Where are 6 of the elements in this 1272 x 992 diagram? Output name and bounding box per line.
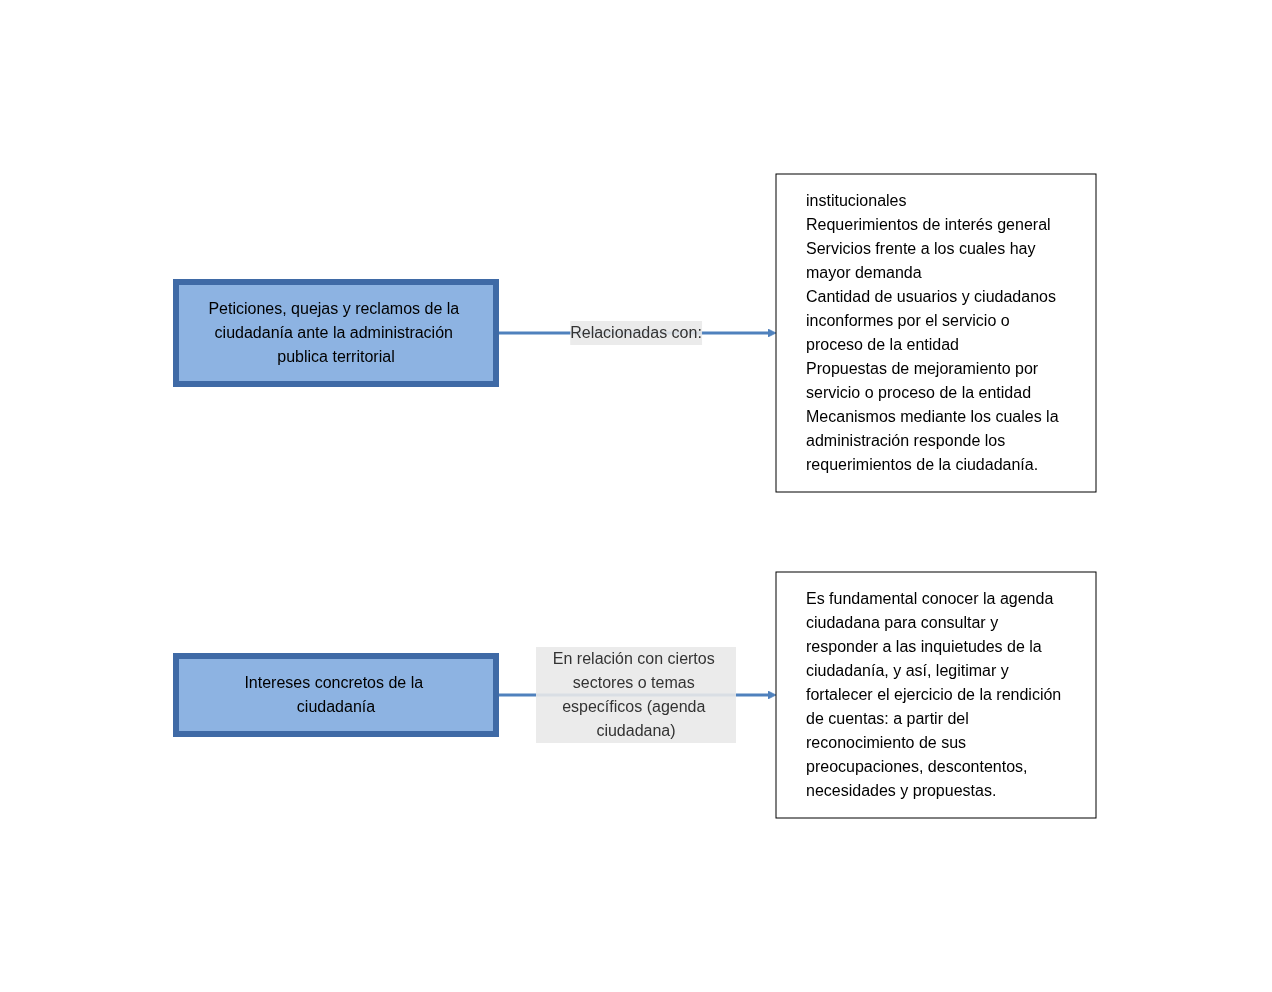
- node-box: institucionales Requerimientos de interés general Servicios frente a los cuales hay mayor demanda Cantidad de usuarios y ciudadanos inconformes por el servicio o proceso de la entidad Propuestas de mejoramiento por servicio o proceso de la entidad Mecanismos mediante los cuales la administración responde los requerimientos de la ciudadanía.: [775, 173, 1097, 493]
- node-box: Es fundamental conocer la agenda ciudadana para consultar y responder a las inquietudes de la ciudadanía, y así, legitimar y fortalecer el ejercicio de la rendición de cuentas: a partir del reconocimiento de sus preocupaciones, descontentos, necesidades y propuestas.: [775, 571, 1097, 819]
- node-box: Intereses concretos de la ciudadanía: [173, 653, 499, 737]
- edge-label: Relacionadas con:: [570, 324, 702, 341]
- node-box: Peticiones, quejas y reclamos de la ciudadanía ante la administración publica territorial: [173, 279, 499, 387]
- edge-label: En relación con ciertos sectores o temas específicos (agenda ciudadana): [552, 650, 715, 739]
